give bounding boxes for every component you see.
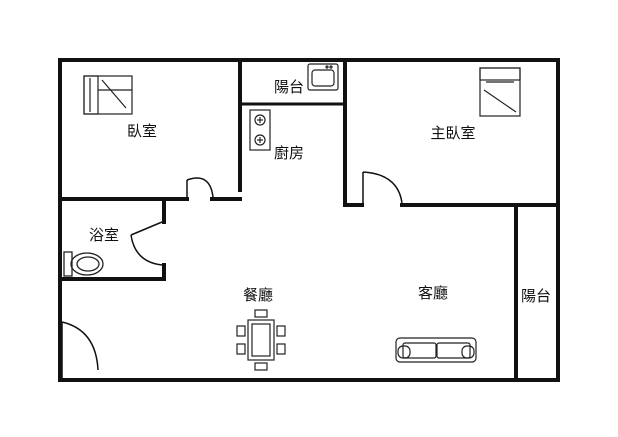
door-swing-icon [186, 177, 214, 198]
washing-sink-icon [307, 63, 339, 91]
dining-table-icon [236, 309, 286, 371]
door-swing-icon [130, 221, 163, 266]
room-label-balcony-top: 陽台 [274, 78, 304, 96]
bed-icon [479, 67, 521, 117]
walls [58, 58, 560, 382]
room-label-dining: 餐廳 [243, 286, 273, 304]
room-label-kitchen: 廚房 [274, 144, 304, 162]
room-label-bedroom: 臥室 [127, 122, 157, 140]
room-label-master-bedroom: 主臥室 [430, 124, 475, 142]
sofa-icon [395, 337, 477, 363]
door-swing-icon [362, 171, 403, 204]
room-label-bathroom: 浴室 [89, 226, 119, 244]
room-label-living: 客廳 [418, 284, 448, 302]
toilet-icon [63, 251, 104, 277]
doors [61, 171, 403, 378]
bed-icon [83, 75, 133, 115]
door-swing-icon [61, 321, 99, 378]
gas-stove-icon [249, 109, 271, 151]
room-label-balcony-right: 陽台 [521, 287, 551, 305]
